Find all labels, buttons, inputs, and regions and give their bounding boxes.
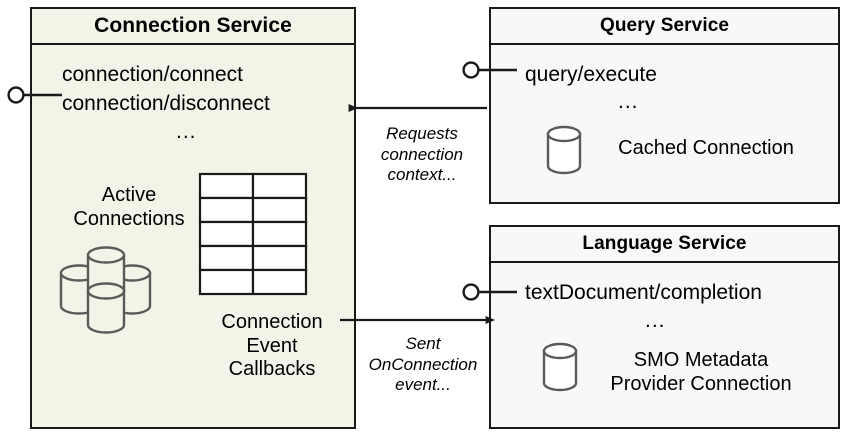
- operation-connection-disconnect[interactable]: connection/disconnect: [62, 92, 270, 115]
- edge-caption-sent-onconnection-event: Sent OnConnection event...: [368, 334, 478, 395]
- component-connection-service[interactable]: Connection Service connection/connect co…: [30, 7, 356, 429]
- edge-caption-requests-connection-context: Requests connection context...: [380, 124, 464, 185]
- component-connection-service-body: connection/connect connection/disconnect…: [32, 45, 354, 427]
- operation-connection-connect[interactable]: connection/connect: [62, 63, 243, 86]
- component-query-service-title: Query Service: [491, 9, 838, 45]
- component-connection-service-title: Connection Service: [32, 9, 354, 45]
- component-language-service-body: textDocument/completion ... SMO Metadata…: [491, 263, 838, 427]
- artifact-label-active-connections: Active Connections: [73, 184, 185, 230]
- artifact-label-cached-connection: Cached Connection: [618, 137, 794, 159]
- component-language-service[interactable]: Language Service textDocument/completion…: [489, 225, 840, 429]
- component-language-service-title: Language Service: [491, 227, 838, 263]
- component-query-service[interactable]: Query Service query/execute ... Cached C…: [489, 7, 840, 204]
- operations-more-ellipsis-language: ...: [645, 309, 666, 332]
- operations-more-ellipsis-query: ...: [618, 90, 639, 113]
- operation-textdocument-completion[interactable]: textDocument/completion: [525, 281, 762, 304]
- component-query-service-body: query/execute ... Cached Connection: [491, 45, 838, 202]
- operation-query-execute[interactable]: query/execute: [525, 63, 657, 86]
- operations-more-ellipsis-connection: ...: [176, 120, 197, 143]
- artifact-label-connection-event-callbacks: Connection Event Callbacks: [221, 311, 323, 381]
- artifact-label-smo-metadata-provider-connection: SMO Metadata Provider Connection: [610, 349, 792, 395]
